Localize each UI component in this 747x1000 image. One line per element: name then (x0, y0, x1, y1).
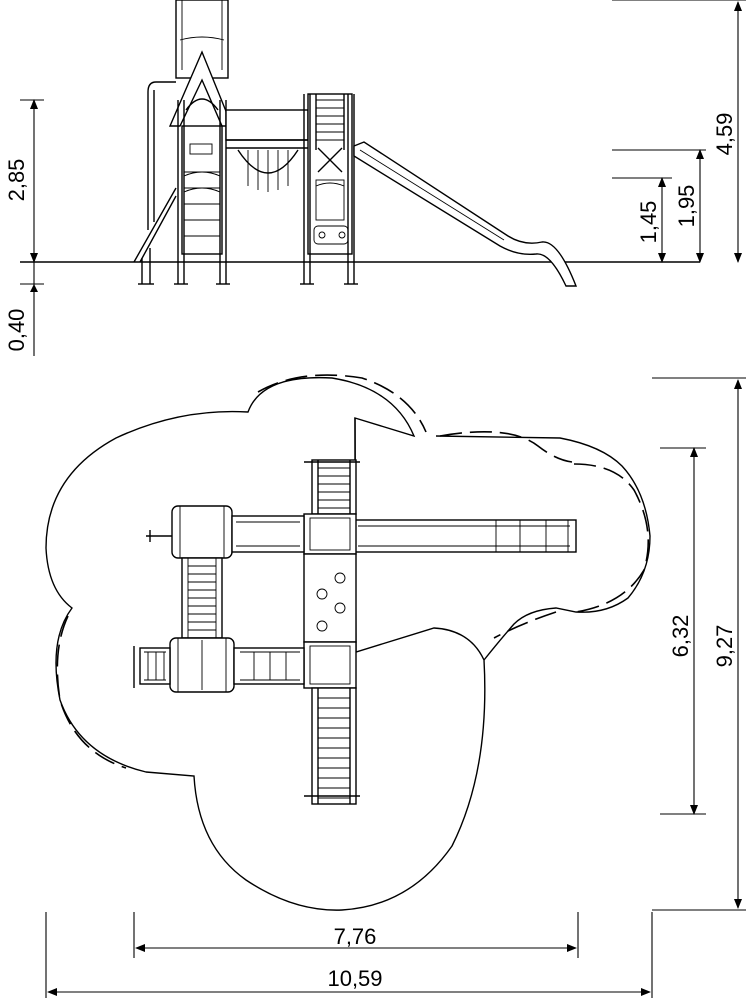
tower-left-plan (146, 505, 235, 693)
dim-safety-zone-depth: 9,27 (712, 379, 742, 909)
dim-safety-zone-width: 10,59 (47, 966, 651, 996)
dim-deck-height-mid: 1,95 (674, 149, 704, 263)
dim-foundation-depth: 0,40 (4, 262, 44, 356)
dim-deck-height-low: 1,45 (636, 177, 666, 263)
elevation-view: 2,85 0,40 1,45 1,95 4,59 (4, 0, 746, 356)
platform-height-label: 2,85 (4, 159, 29, 202)
equipment-width-label: 7,76 (334, 924, 377, 949)
slide (353, 141, 578, 287)
tower-right (300, 93, 358, 285)
dim-overall-height: 4,59 (712, 1, 742, 263)
safety-zone-depth-label: 9,27 (712, 625, 737, 668)
bridges-plan (133, 515, 305, 688)
ladder-plan-top (304, 459, 360, 515)
safety-zone-width-label: 10,59 (327, 966, 382, 991)
dim-equipment-depth: 6,32 (668, 447, 698, 815)
foundation-depth-label: 0,40 (4, 309, 29, 352)
dim-platform-height: 2,85 (4, 99, 44, 263)
equipment-depth-label: 6,32 (668, 615, 693, 658)
tower-left (133, 0, 234, 285)
slide-plan (351, 519, 577, 553)
ladder-plan-bottom (304, 687, 360, 805)
platform-center (303, 513, 357, 689)
dim-equipment-width: 7,76 (135, 924, 577, 952)
plan-view: 6,32 9,27 7,76 10,59 (45, 374, 746, 998)
overall-height-label: 4,59 (712, 113, 737, 156)
safety-zone-outline (45, 376, 486, 911)
bridge (225, 109, 309, 192)
deck-height-mid-label: 1,95 (674, 185, 699, 228)
deck-height-low-label: 1,45 (636, 201, 661, 244)
